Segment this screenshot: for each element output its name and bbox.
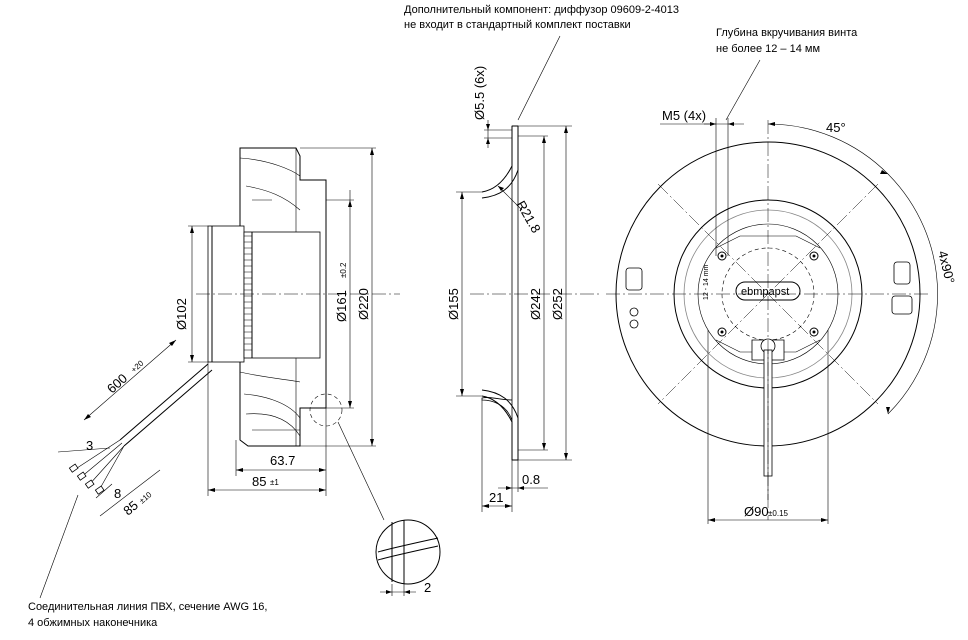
dim-angle-4x90: 4x90° <box>935 249 958 285</box>
screw-depth-note-line1: Глубина вкручивания винта <box>716 27 858 39</box>
dim-wire-85-tol: ±10 <box>138 490 154 506</box>
dim-85: 85 <box>252 474 266 489</box>
mounting-holes <box>717 251 819 337</box>
dim-detail-2: 2 <box>424 580 431 595</box>
cable-note: Соединительная линия ПВХ, сечение AWG 16… <box>28 494 267 629</box>
dim-d161-tol: ±0.2 <box>339 262 348 278</box>
brand-logo-text: ebmpapst <box>741 286 789 298</box>
diffuser-profile <box>481 125 519 461</box>
dim-holes: Ø5.5 (6x) <box>472 66 487 120</box>
diffuser-note-line1: Дополнительный компонент: диффузор 09609… <box>404 4 679 16</box>
dim-d242: Ø242 <box>528 288 543 320</box>
screw-depth-note: Глубина вкручивания винта не более 12 – … <box>716 27 858 121</box>
dim-cable-600: 600 <box>104 371 130 397</box>
dim-d220: Ø220 <box>356 288 371 320</box>
dim-d102: Ø102 <box>174 298 189 330</box>
dim-wire-3: 3 <box>86 438 93 453</box>
diffuser-view: Ø5.5 (6x) R21.8 Ø155 Ø242 Ø252 21 0.8 <box>446 66 600 512</box>
dim-d90-tol: ±0.15 <box>768 509 789 518</box>
diffuser-note-line2: не входит в стандартный комплект поставк… <box>404 19 631 31</box>
dim-21: 21 <box>489 490 503 505</box>
dim-0-8: 0.8 <box>522 472 540 487</box>
dim-d90: Ø90 <box>744 504 769 519</box>
dim-85-tol: ±1 <box>270 478 279 487</box>
dim-angle-45: 45° <box>826 120 846 135</box>
motor-body <box>243 231 321 359</box>
diffuser-note: Дополнительный компонент: диффузор 09609… <box>404 4 679 121</box>
rotor-ribs <box>244 235 252 351</box>
detail-view: 2 <box>375 519 441 596</box>
cable-note-line2: 4 обжимных наконечника <box>28 617 158 629</box>
screw-depth-note-line2: не более 12 – 14 мм <box>716 43 820 55</box>
dim-63-7: 63.7 <box>270 453 295 468</box>
cable <box>119 363 209 441</box>
cable-note-line1: Соединительная линия ПВХ, сечение AWG 16… <box>28 601 267 613</box>
dim-wire-8: 8 <box>114 486 121 501</box>
dim-d161: Ø161 <box>334 290 349 322</box>
dim-cable-600-tol: +20 <box>129 358 146 374</box>
dim-screws: M5 (4x) <box>662 108 706 123</box>
hub-label-small: 12 - 14 mm <box>703 264 710 300</box>
front-view: ebmpapst 12 - 14 mm M5 (4x) 45° 4 <box>606 108 958 524</box>
dim-d155: Ø155 <box>446 288 461 320</box>
side-view: Ø102 Ø161 ±0.2 Ø220 63.7 85 ±1 600 +20 <box>57 147 441 596</box>
dim-d252: Ø252 <box>550 288 565 320</box>
